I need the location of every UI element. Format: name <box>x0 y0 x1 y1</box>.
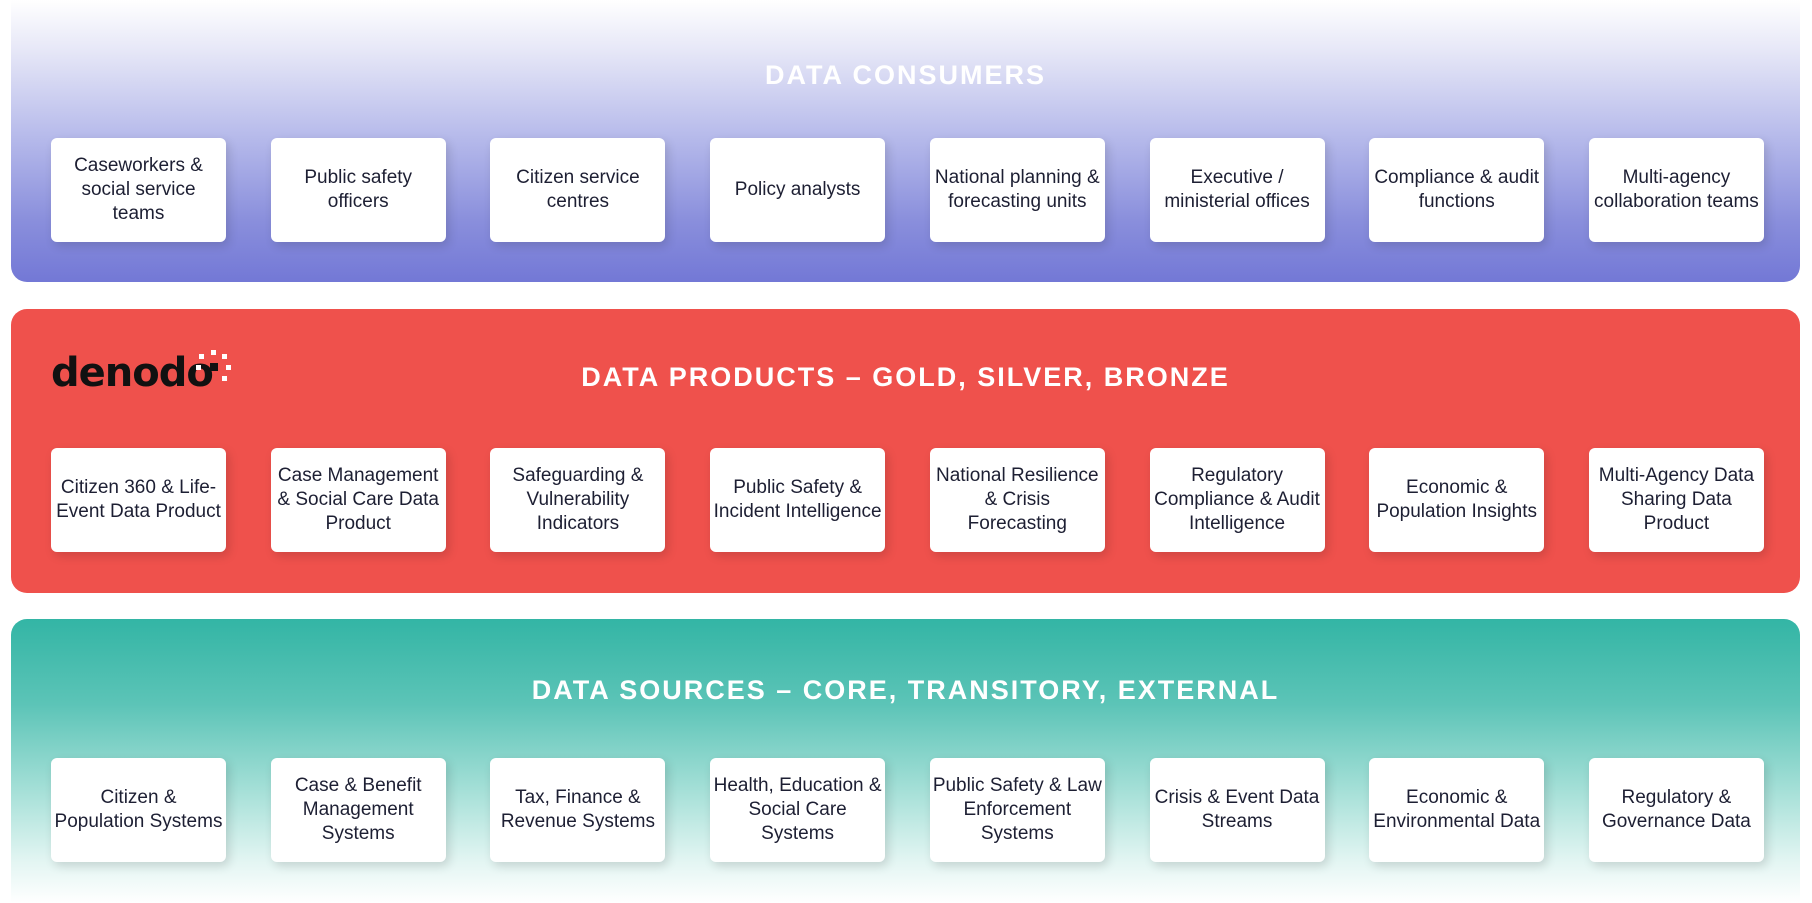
consumer-card-label: Policy analysts <box>734 179 861 200</box>
data-sources-title: DATA SOURCES – CORE, TRANSITORY, EXTERNA… <box>531 675 1280 705</box>
product-card-label: National Resilience & Crisis Forecasting <box>935 465 1099 534</box>
source-card-label: Public Safety & Law Enforcement Systems <box>932 775 1102 844</box>
source-card: Tax, Finance & Revenue Systems <box>490 758 666 862</box>
consumer-card-label: National planning & forecasting units <box>934 167 1100 212</box>
consumer-card-label: Compliance & audit functions <box>1374 167 1540 212</box>
product-card-label: Safeguarding & Vulnerability Indicators <box>512 465 644 534</box>
consumer-card-label: Public safety officers <box>304 167 413 212</box>
product-card: Economic & Population Insights <box>1369 448 1545 552</box>
source-card: Regulatory & Governance Data <box>1588 758 1764 862</box>
product-card: Regulatory Compliance & Audit Intelligen… <box>1149 448 1325 552</box>
consumer-card-label: Multi-agency collaboration teams <box>1594 167 1759 212</box>
consumer-card-label: Citizen service centres <box>516 167 640 212</box>
consumer-card: Multi-agency collaboration teams <box>1588 138 1764 242</box>
source-card-label: Economic & Environmental Data <box>1373 787 1541 832</box>
consumer-card: Citizen service centres <box>490 138 666 242</box>
data-sources-layer: DATA SOURCES – CORE, TRANSITORY, EXTERNA… <box>11 619 1800 903</box>
consumer-card: Executive / ministerial offices <box>1149 138 1325 242</box>
consumer-card: Policy analysts <box>710 138 886 242</box>
product-card: National Resilience & Crisis Forecasting <box>929 448 1105 552</box>
product-card: Safeguarding & Vulnerability Indicators <box>490 448 666 552</box>
product-card: Case Management & Social Care Data Produ… <box>270 448 446 552</box>
data-consumers-layer: DATA CONSUMERS Caseworkers & social serv… <box>11 0 1800 282</box>
source-card: Citizen & Population Systems <box>51 758 226 862</box>
denodo-logo-mark-icon <box>196 350 231 381</box>
consumer-card-label: Executive / ministerial offices <box>1164 167 1310 212</box>
product-card: Public Safety & Incident Intelligence <box>710 448 886 552</box>
consumer-card-label: Caseworkers & social service teams <box>74 155 203 224</box>
consumer-card: Caseworkers & social service teams <box>51 138 226 242</box>
source-card-label: Health, Education & Social Care Systems <box>713 775 882 844</box>
source-card: Public Safety & Law Enforcement Systems <box>929 758 1105 862</box>
source-card: Economic & Environmental Data <box>1369 758 1545 862</box>
consumer-card: Compliance & audit functions <box>1369 138 1545 242</box>
source-card-label: Case & Benefit Management Systems <box>294 775 422 844</box>
source-card-label: Crisis & Event Data Streams <box>1154 787 1320 832</box>
source-card-label: Tax, Finance & Revenue Systems <box>500 787 655 832</box>
denodo-logo-text: denodo <box>51 350 214 396</box>
product-card: Citizen 360 & Life-Event Data Product <box>51 448 226 552</box>
source-card: Health, Education & Social Care Systems <box>710 758 886 862</box>
source-card-label: Citizen & Population Systems <box>54 787 223 832</box>
data-products-cards: Citizen 360 & Life-Event Data Product Ca… <box>51 448 1764 552</box>
data-consumers-title: DATA CONSUMERS <box>765 60 1046 90</box>
product-card-label: Multi-Agency Data Sharing Data Product <box>1598 465 1755 534</box>
product-card-label: Citizen 360 & Life-Event Data Product <box>56 477 221 522</box>
denodo-logo: denodo <box>51 347 241 399</box>
data-consumers-cards: Caseworkers & social service teams Publi… <box>51 138 1764 242</box>
source-card-label: Regulatory & Governance Data <box>1601 787 1751 832</box>
product-card-label: Public Safety & Incident Intelligence <box>713 477 882 522</box>
consumer-card: Public safety officers <box>270 138 446 242</box>
product-card-label: Regulatory Compliance & Audit Intelligen… <box>1154 465 1320 534</box>
product-card: Multi-Agency Data Sharing Data Product <box>1588 448 1764 552</box>
source-card: Crisis & Event Data Streams <box>1149 758 1325 862</box>
product-card-label: Economic & Population Insights <box>1376 477 1537 522</box>
data-sources-cards: Citizen & Population Systems Case & Bene… <box>51 758 1764 862</box>
data-products-layer: denodo DATA PRODUCTS – GOLD, SILVER, BRO… <box>11 309 1800 593</box>
product-card-label: Case Management & Social Care Data Produ… <box>277 465 439 534</box>
data-products-title: DATA PRODUCTS – GOLD, SILVER, BRONZE <box>581 362 1230 392</box>
source-card: Case & Benefit Management Systems <box>270 758 446 862</box>
consumer-card: National planning & forecasting units <box>929 138 1105 242</box>
